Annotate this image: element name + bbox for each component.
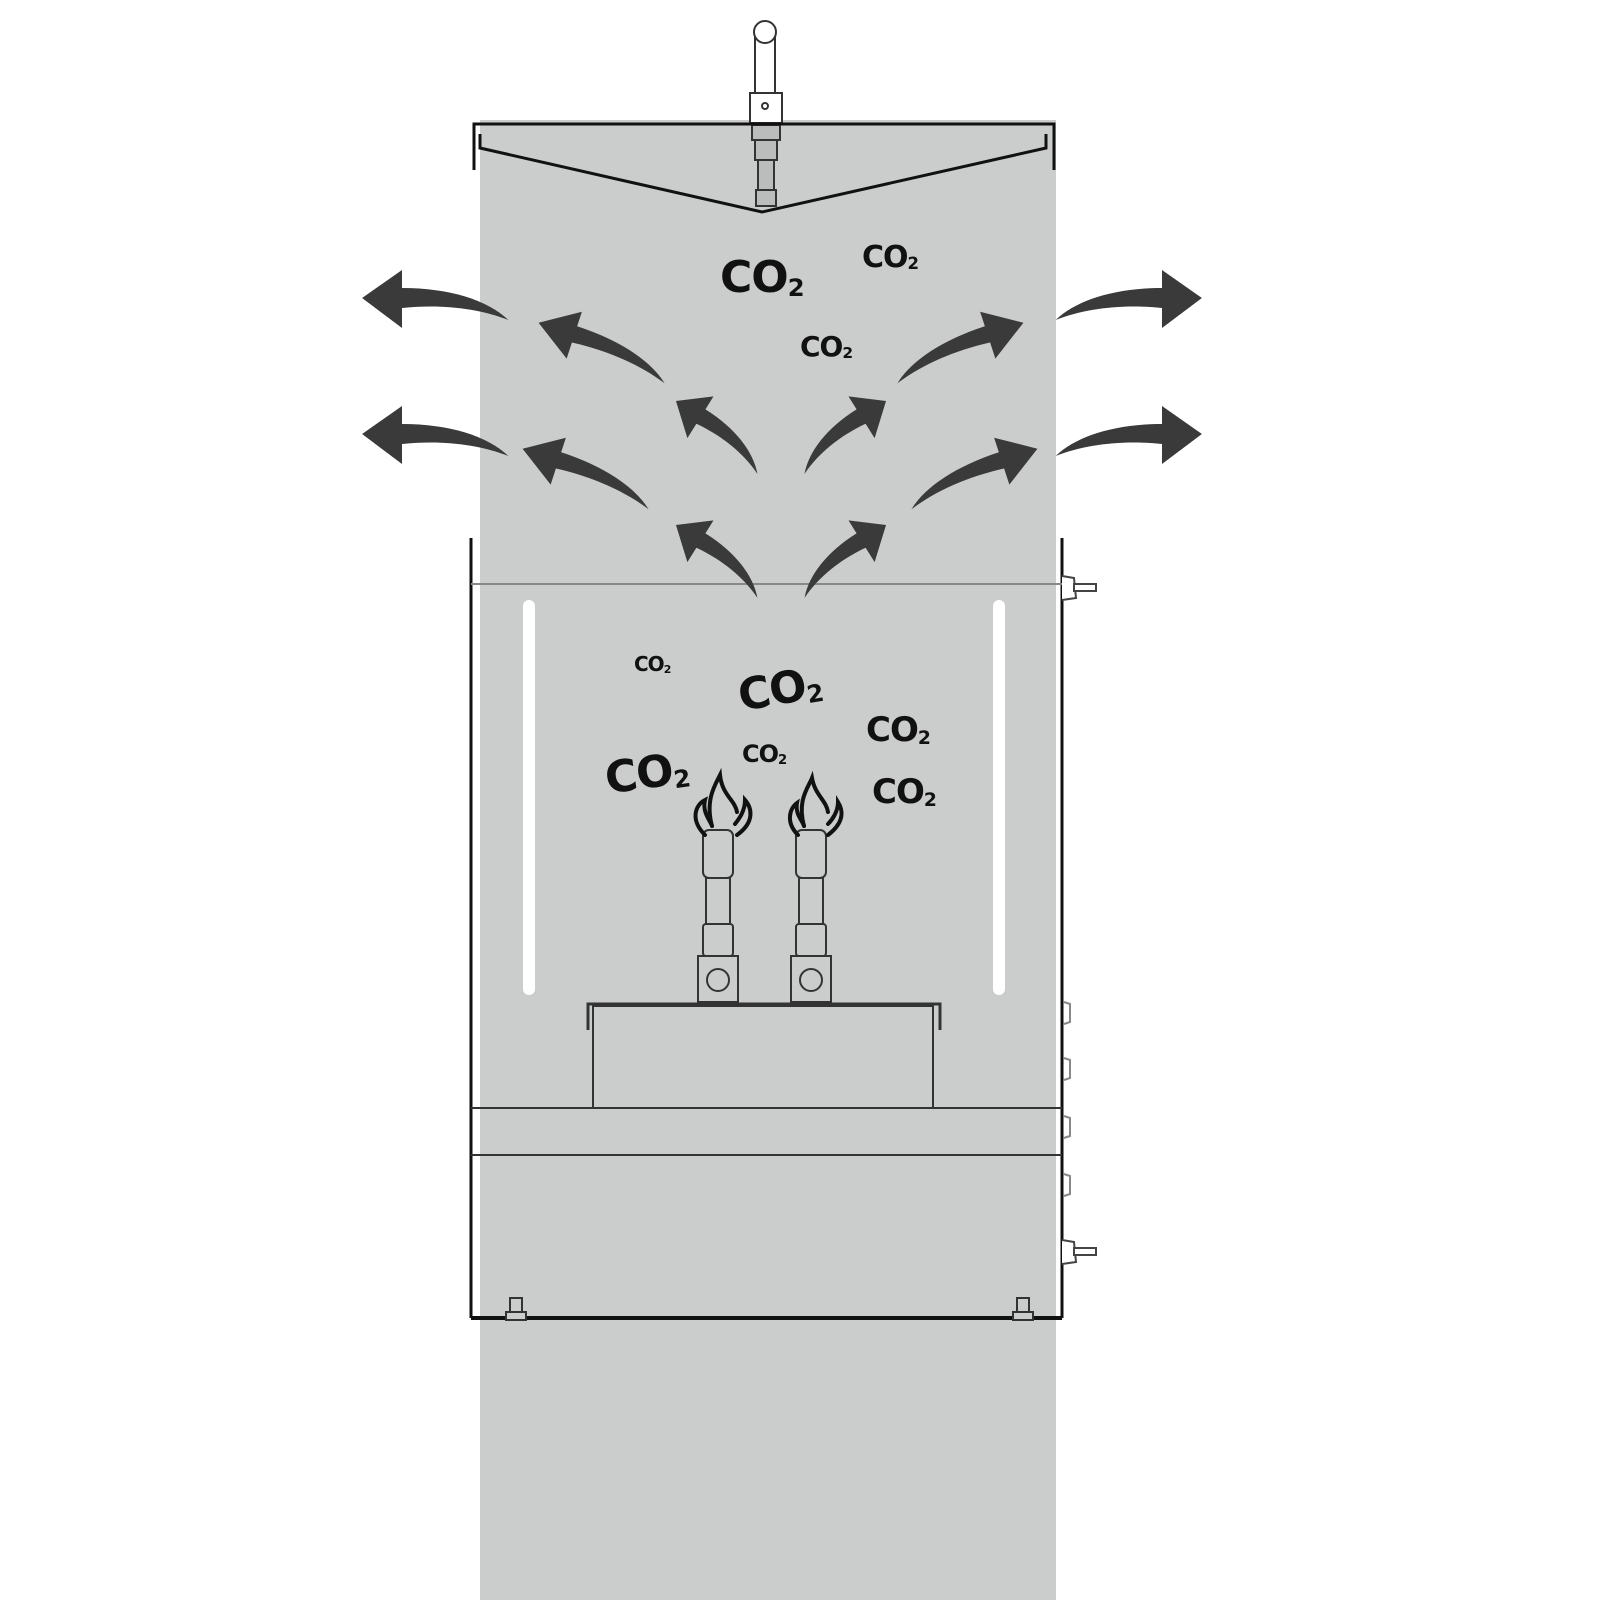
burner-left — [697, 829, 739, 1003]
background-panel — [480, 120, 1056, 1600]
vent-slot-left — [523, 600, 535, 995]
co2-label: CO2 — [720, 252, 805, 303]
cabinet-foot-left — [505, 1297, 527, 1321]
co2-label: CO2 — [634, 652, 671, 676]
burner-base-box — [586, 1002, 942, 1109]
co2-label: CO2 — [866, 710, 931, 750]
co2-label: CO2 — [872, 772, 937, 812]
top-hood — [472, 122, 1056, 214]
vent-slot-right — [993, 600, 1005, 995]
top-gas-fitting — [749, 20, 783, 207]
co2-label: CO2 — [742, 740, 787, 768]
side-hinges — [1063, 1001, 1071, 1197]
flame-icon — [788, 770, 844, 837]
side-connector — [1061, 575, 1097, 1265]
burner-right — [790, 829, 832, 1003]
co2-label: CO2 — [862, 240, 919, 275]
co2-label: CO2 — [800, 330, 853, 363]
lower-cabinet — [469, 538, 1064, 1320]
flame-icon — [693, 767, 753, 837]
cabinet-foot-right — [1012, 1297, 1034, 1321]
